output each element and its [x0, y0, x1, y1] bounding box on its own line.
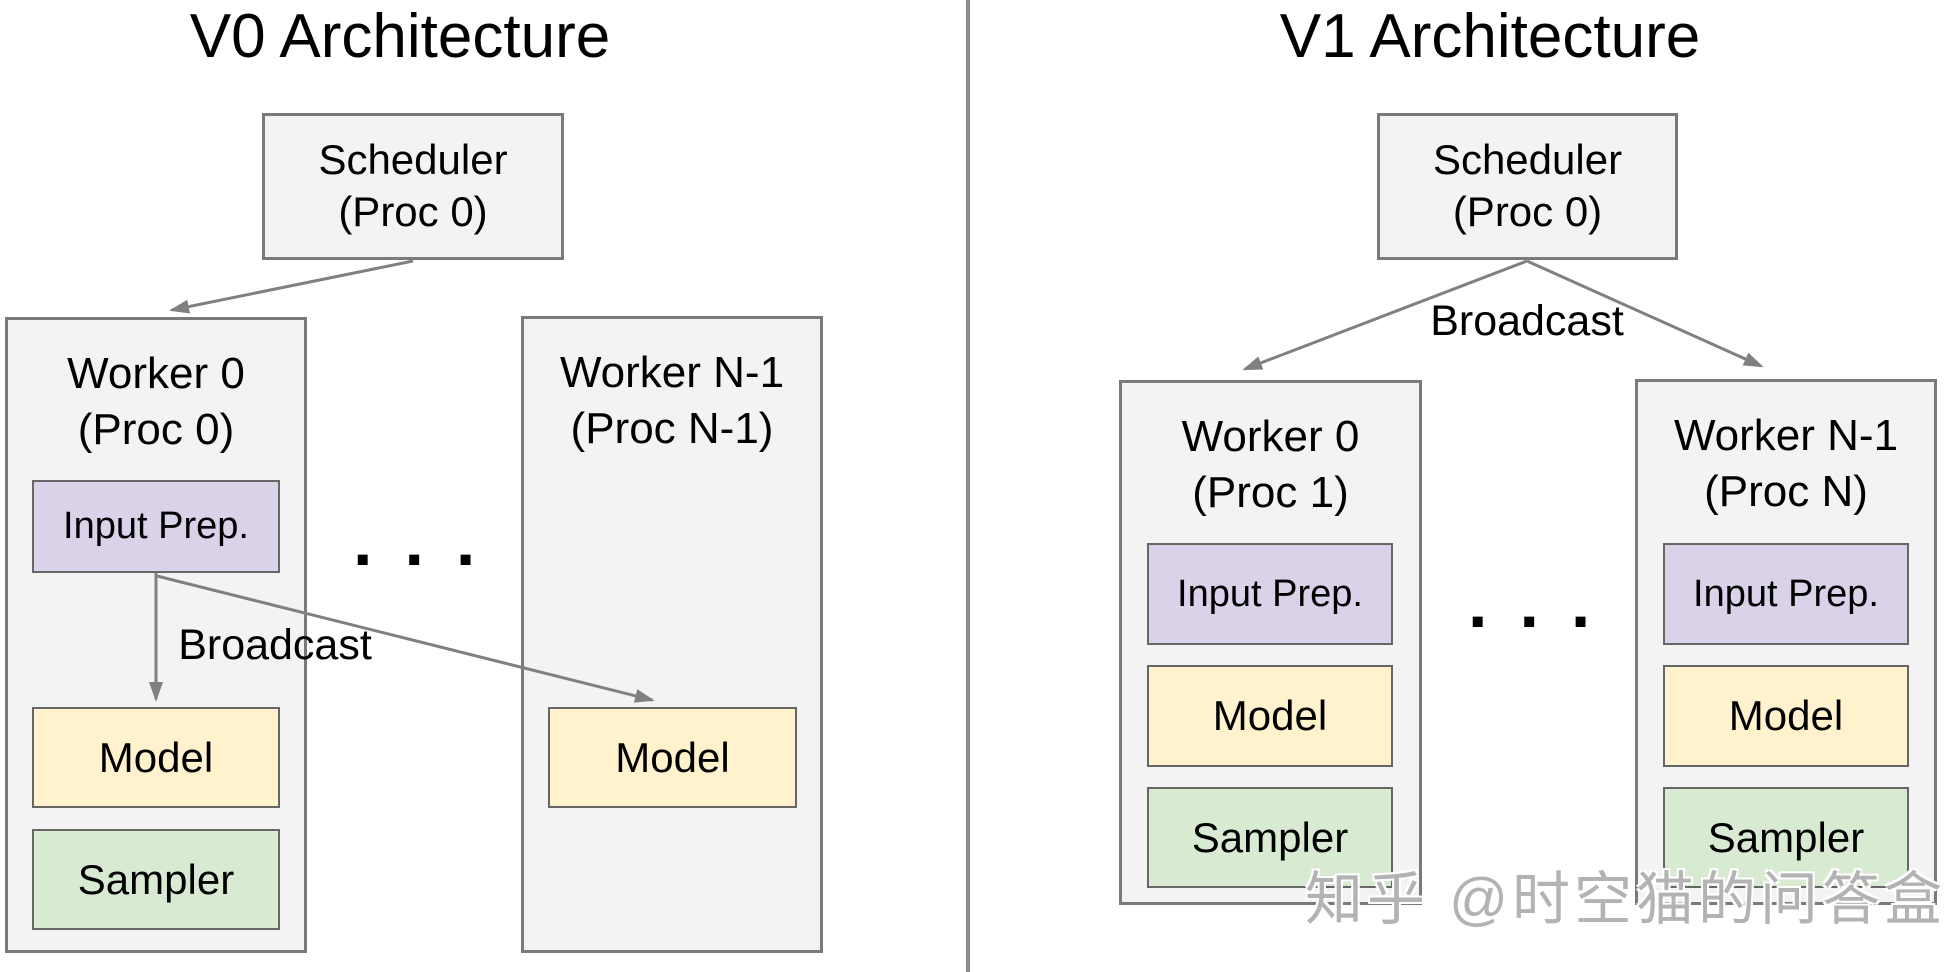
- v1-arrow-scheduler-to-worker0: [1242, 259, 1528, 371]
- v1-arrow-scheduler-to-workerN: [1526, 259, 1764, 368]
- v0-arrow-scheduler-to-worker0: [169, 259, 414, 314]
- panel-divider: [966, 0, 970, 972]
- watermark: 知乎 @时空猫的问答盒: [1305, 867, 1946, 932]
- v0-arrow-broadcast-to-workerN-model: [156, 574, 655, 703]
